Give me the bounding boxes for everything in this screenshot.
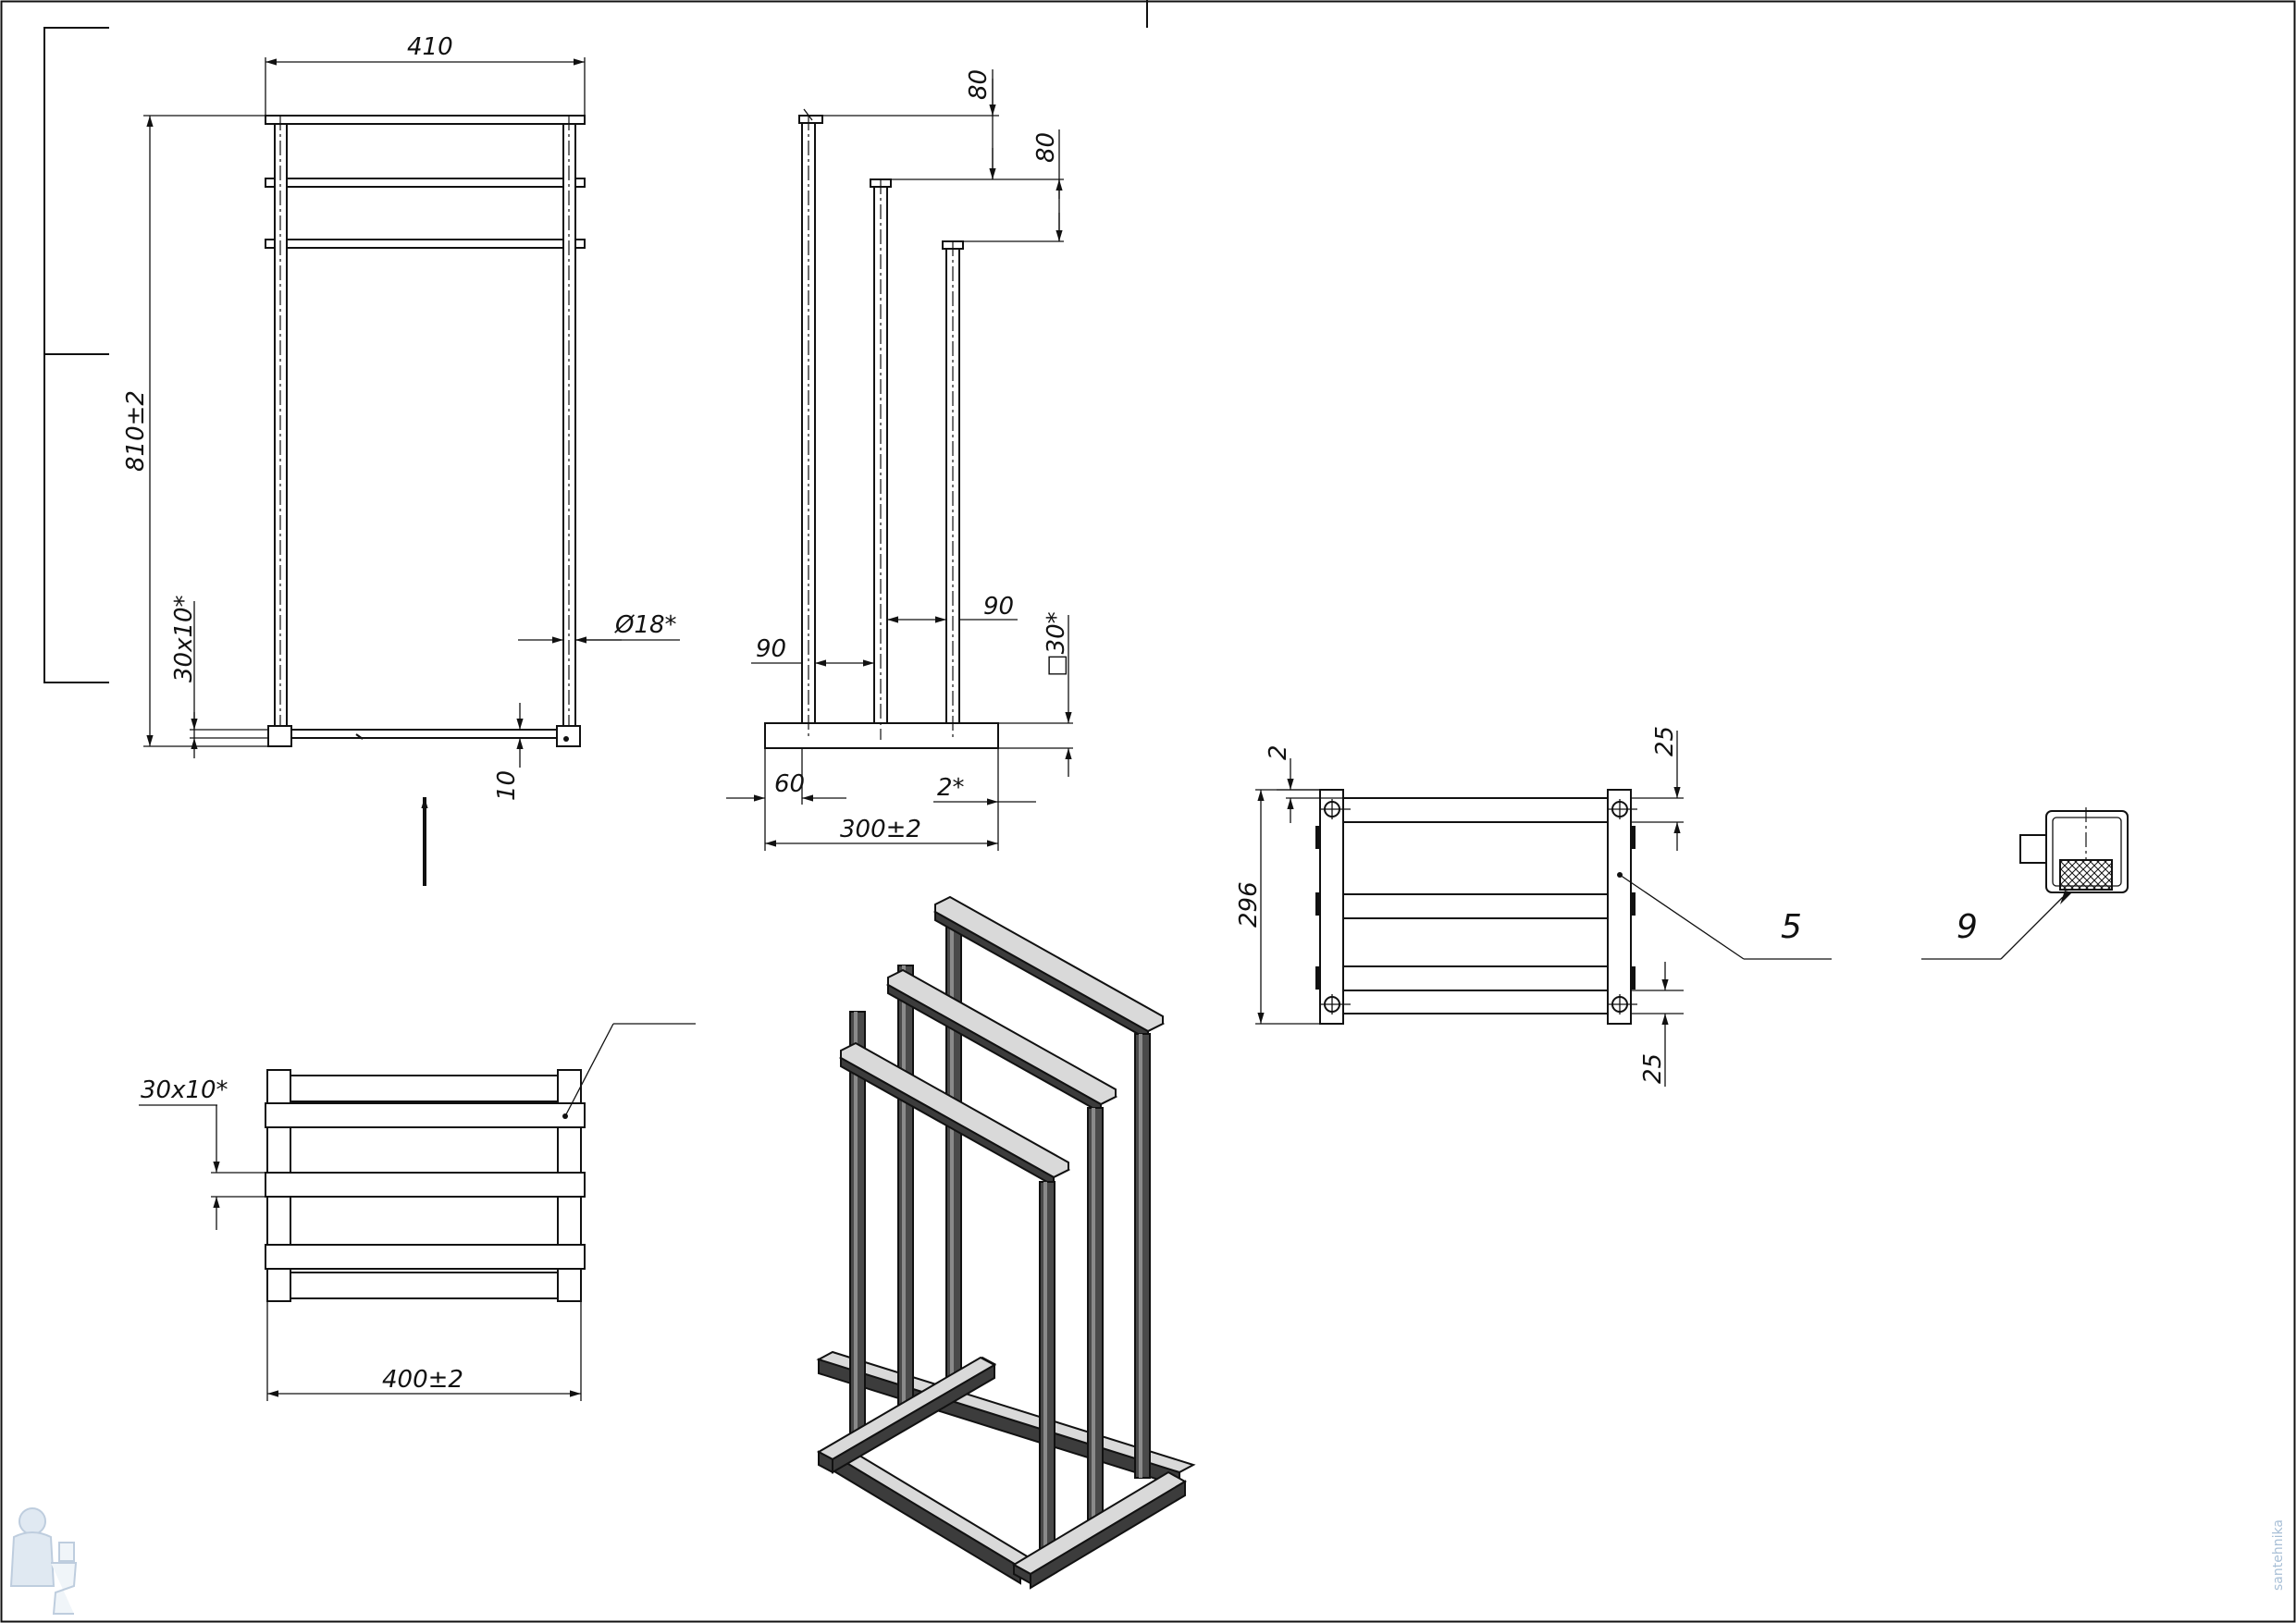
dim-height-810: 810±2 [122, 390, 150, 472]
section-detail: 9 [1921, 807, 2129, 960]
front-view: 410 810±2 30x10* Ø18* 10 [122, 33, 680, 886]
detail-view: 2 296 25 25 5 [1235, 726, 1832, 1087]
dim-90-right: 90 [983, 593, 1014, 621]
dim-60: 60 [774, 770, 805, 798]
watermark-plumber-logo [9, 1507, 78, 1615]
dim-width-410: 410 [407, 33, 453, 61]
dim-offset-10: 10 [493, 770, 521, 801]
isometric-view [816, 895, 1196, 1590]
dim-2-star: 2* [937, 774, 965, 802]
dim-80-a: 80 [965, 69, 993, 100]
dim-80-b: 80 [1032, 132, 1060, 163]
dim-detail-2: 2 [1265, 744, 1292, 760]
dim-square-30: □30* [1043, 611, 1070, 677]
sheet-side-bracket [43, 27, 109, 683]
dim-bar-30x10: 30x10* [170, 595, 198, 682]
dim-90-left: 90 [756, 635, 786, 663]
dim-detail-25-bottom: 25 [1639, 1053, 1667, 1084]
dim-detail-25-top: 25 [1651, 726, 1679, 756]
dim-tube-18: Ø18* [614, 611, 677, 639]
watermark-text: santehnika [2271, 1519, 2286, 1591]
dim-plan-30x10: 30x10* [141, 1076, 228, 1104]
callout-5: 5 [1781, 908, 1802, 946]
side-view: 80 80 90 90 □30* 60 2* 300±2 [726, 69, 1073, 851]
plan-view: 30x10* 400±2 [139, 1023, 696, 1401]
callout-9: 9 [1957, 908, 1978, 946]
dim-detail-296: 296 [1235, 881, 1263, 928]
dim-length-300: 300±2 [840, 816, 921, 843]
dim-plan-400: 400±2 [382, 1366, 463, 1394]
